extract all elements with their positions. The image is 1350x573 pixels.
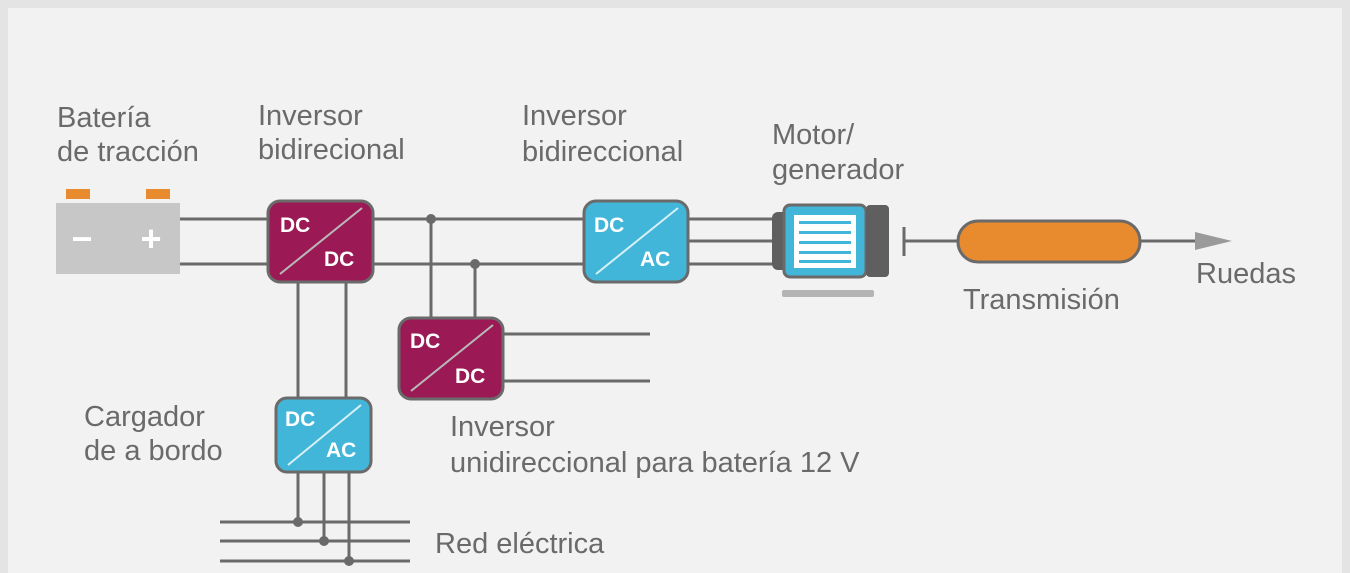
charger-links [296,280,351,561]
diagram-panel [8,8,1342,573]
converter-divider [595,207,679,275]
arrow-right-icon [1195,232,1232,250]
transmission-body [956,219,1142,264]
battery-plus: + [140,218,161,259]
junction-dot [293,517,303,527]
converter-divider [410,324,494,392]
wheels-label: Ruedas [1196,258,1296,290]
motor-base [782,290,874,297]
converter-divider [287,404,362,466]
inverter12v-label-line1: Inversor [450,411,555,443]
charger-label-line1: Cargador [84,401,205,433]
transmission-label: Transmisión [963,284,1120,316]
converter-in-label: DC [410,330,440,353]
dcdc-main-converter: DC DC [266,199,375,284]
battery-label-line2: de tracción [57,136,199,168]
dc-bus [180,217,584,266]
battery-body [56,203,180,274]
dcac-main-converter: DC AC [582,199,690,284]
inverter1-label-line2: bidirecional [258,134,405,166]
traction-battery: − + [56,189,180,274]
charger-label-line2: de a bordo [84,435,223,467]
battery-terminal [146,189,170,199]
converter-out-label: DC [324,248,354,271]
converter-out-label: AC [326,439,356,462]
ac-phases [688,217,772,266]
charger-converter: DC AC [274,396,373,474]
junction-dot [344,556,354,566]
inverter2-label-line2: bidireccional [522,136,684,168]
junction-dot [319,536,329,546]
junction-dot [470,259,480,269]
motor-label-line1: Motor/ [772,119,855,151]
motor-grille-icon [799,221,851,263]
converter-in-label: DC [285,408,315,431]
motor-label-line2: generador [772,154,905,186]
converter-in-label: DC [594,214,624,237]
battery-label-line1: Batería [57,102,151,134]
converter-out-label: DC [455,365,485,388]
inverter12v-label-line2: unidireccional para batería 12 V [450,447,860,479]
battery-terminal [66,189,90,199]
motor-flange [866,205,889,277]
transmission [956,219,1232,264]
motor-generator [772,203,958,297]
taps-12v [426,214,650,383]
inverter1-label-line1: Inversor [258,100,363,132]
battery-minus: − [71,218,92,259]
converter-out-label: AC [640,248,670,271]
junction-dot [426,214,436,224]
dcdc-12v-converter: DC DC [397,316,505,401]
inverter2-label-line1: Inversor [522,100,627,132]
grid-label: Red eléctrica [435,528,605,560]
converter-divider [279,207,363,275]
converter-in-label: DC [280,214,310,237]
grid-lines [220,517,410,566]
